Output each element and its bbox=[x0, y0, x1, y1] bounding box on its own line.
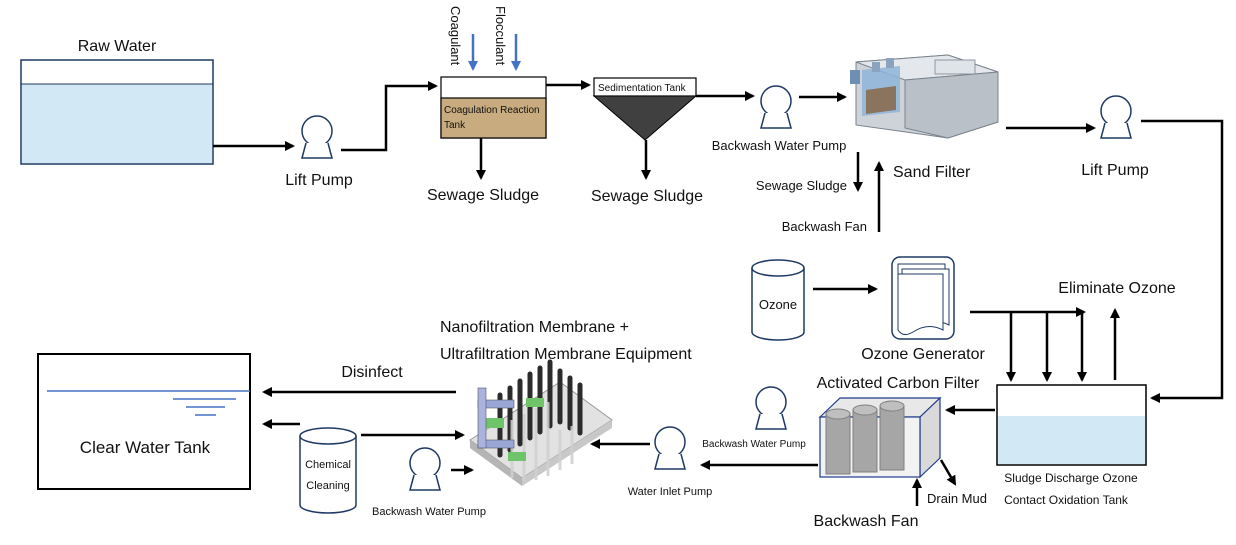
clear-water-tank bbox=[37, 353, 251, 490]
coagulant-label: Coagulant bbox=[448, 6, 463, 66]
ozone-cylinder bbox=[751, 259, 805, 341]
sedimentation-tank-label: Sedimentation Tank bbox=[598, 83, 687, 94]
coagulation-tank-label-2: Tank bbox=[444, 120, 466, 131]
membrane-equipment bbox=[469, 359, 613, 486]
backwash-fan-1-label: Backwash Fan bbox=[782, 219, 867, 234]
backwash-water-pump-3-icon bbox=[755, 386, 787, 430]
flow-arrow bbox=[341, 81, 438, 152]
lift-pump-1-label: Lift Pump bbox=[285, 172, 353, 189]
lift-pump-1-icon bbox=[301, 115, 333, 159]
raw-water-tank bbox=[20, 59, 214, 165]
ozone-generator-label: Ozone Generator bbox=[861, 346, 985, 363]
drain-mud-label: Drain Mud bbox=[927, 491, 987, 506]
chemical-cleaning-label-2: Cleaning bbox=[306, 480, 349, 492]
sewage-sludge-2-label: Sewage Sludge bbox=[591, 188, 703, 205]
sewage-sludge-3-label: Sewage Sludge bbox=[756, 178, 847, 193]
backwash-water-pump-1-label: Backwash Water Pump bbox=[712, 138, 847, 153]
ozone-label: Ozone bbox=[759, 297, 797, 312]
flow-arrow bbox=[1141, 119, 1224, 403]
coagulation-tank-label-1: Coagulation Reaction bbox=[444, 105, 540, 116]
flocculant-label: Flocculant bbox=[493, 6, 508, 66]
drain-mud-arrow bbox=[939, 459, 957, 486]
backwash-water-pump-2-icon bbox=[409, 447, 441, 491]
sand-filter bbox=[850, 54, 999, 139]
chemical-cleaning-label-1: Chemical bbox=[305, 459, 351, 471]
disinfect-label: Disinfect bbox=[341, 364, 403, 381]
membrane-label-2: Ultrafiltration Membrane Equipment bbox=[440, 346, 692, 363]
water-inlet-pump-icon bbox=[654, 426, 686, 470]
membrane-label-1: Nanofiltration Membrane + bbox=[440, 319, 629, 336]
ozone-contact-oxidation-tank bbox=[996, 384, 1147, 466]
activated-carbon-filter bbox=[818, 396, 942, 479]
raw-water-label: Raw Water bbox=[78, 38, 157, 55]
sewage-sludge-1-label: Sewage Sludge bbox=[427, 187, 539, 204]
coagulation-reaction-tank bbox=[440, 76, 547, 139]
eliminate-ozone-label: Eliminate Ozone bbox=[1058, 280, 1175, 297]
backwash-water-pump-3-label: Backwash Water Pump bbox=[702, 439, 806, 450]
backwash-water-pump-2-label: Backwash Water Pump bbox=[372, 506, 486, 518]
ozone-generator bbox=[891, 256, 955, 340]
lift-pump-2-label: Lift Pump bbox=[1081, 162, 1149, 179]
ozone-tank-label-1: Sludge Discharge Ozone bbox=[1004, 471, 1138, 485]
sedimentation-tank bbox=[592, 77, 698, 141]
water-inlet-pump-label: Water Inlet Pump bbox=[628, 486, 713, 498]
clear-water-tank-label: Clear Water Tank bbox=[80, 438, 211, 457]
backwash-fan-2-label: Backwash Fan bbox=[814, 513, 919, 530]
sand-filter-label: Sand Filter bbox=[893, 164, 971, 181]
activated-carbon-filter-label: Activated Carbon Filter bbox=[817, 375, 980, 392]
backwash-water-pump-1-icon bbox=[760, 85, 792, 129]
ozone-tank-label-2: Contact Oxidation Tank bbox=[1004, 493, 1129, 507]
lift-pump-2-icon bbox=[1100, 95, 1132, 139]
chemical-cleaning-tank bbox=[299, 427, 357, 514]
